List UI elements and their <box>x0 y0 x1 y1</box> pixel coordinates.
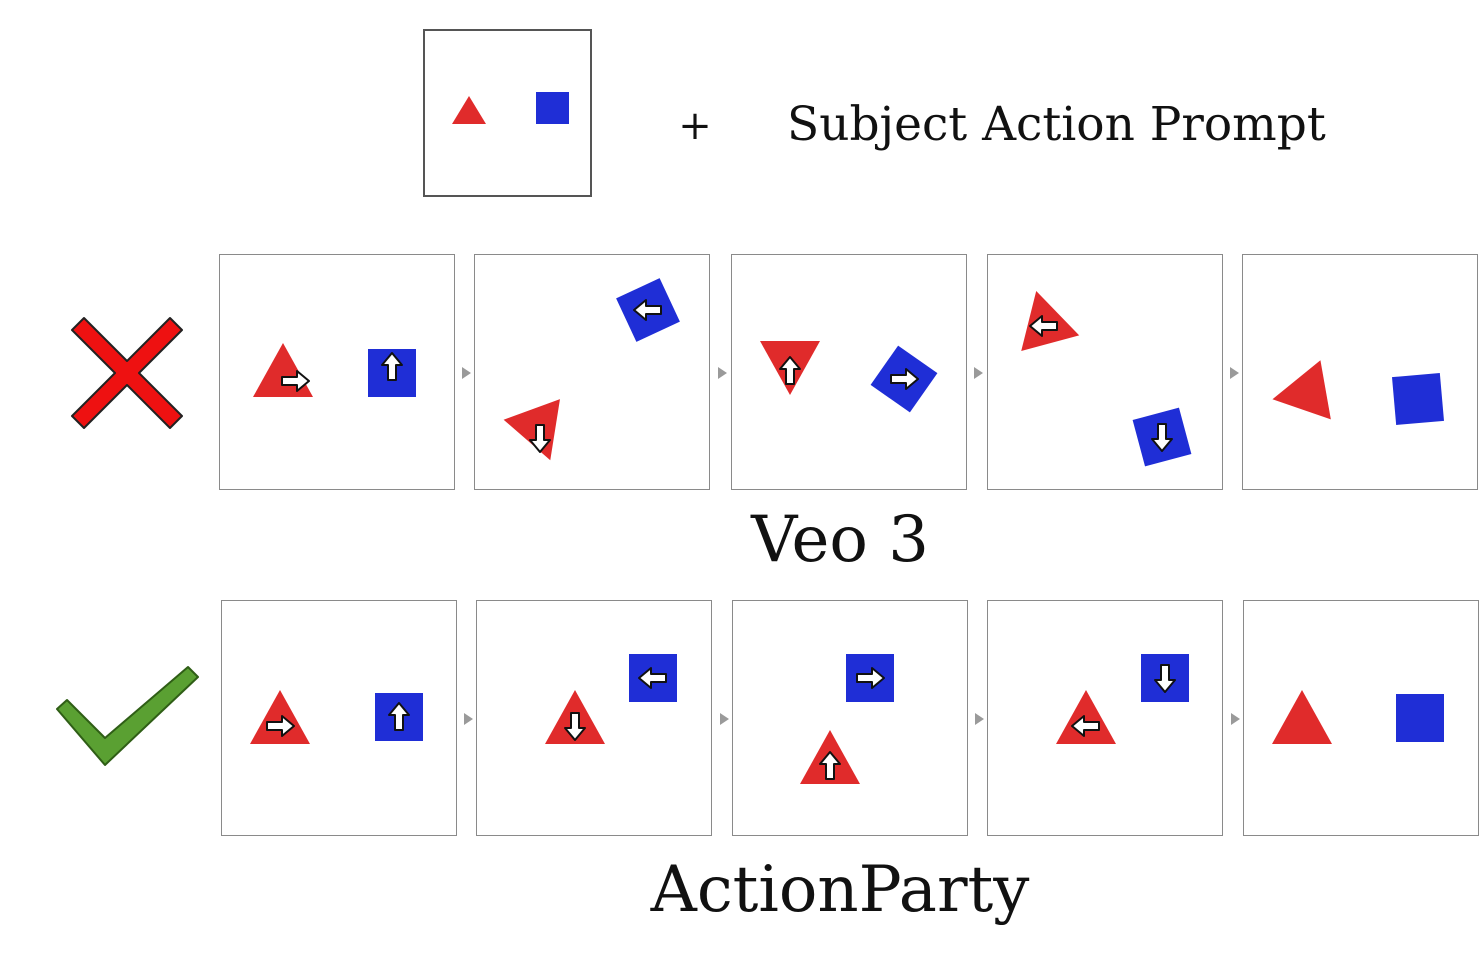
frame-separator <box>975 713 984 725</box>
frame-separator <box>718 367 727 379</box>
actionparty-frame-1 <box>221 600 457 836</box>
veo-frame-2 <box>474 254 710 490</box>
veo-frame-4 <box>987 254 1223 490</box>
frame-separator <box>974 367 983 379</box>
frame-separator <box>1230 367 1239 379</box>
red-cross-icon <box>71 317 183 429</box>
plus-sign: + <box>678 103 712 149</box>
frame-separator <box>464 713 473 725</box>
actionparty-frame-5 <box>1243 600 1479 836</box>
frame-separator <box>1231 713 1240 725</box>
prompt-text: Subject Action Prompt <box>787 97 1326 152</box>
green-checkmark-icon <box>56 666 199 766</box>
actionparty-frame-3 <box>732 600 968 836</box>
row-label-actionparty: ActionParty <box>650 853 1030 927</box>
veo-frame-3 <box>731 254 967 490</box>
input-frame <box>423 29 592 197</box>
row-label-veo: Veo 3 <box>751 503 929 577</box>
input-shapes <box>452 92 569 124</box>
actionparty-frame-4 <box>987 600 1223 836</box>
input-red-triangle <box>452 96 486 124</box>
input-blue-square <box>536 92 569 124</box>
veo-frame-5 <box>1242 254 1478 490</box>
veo-frame-1 <box>219 254 455 490</box>
frame-separator <box>720 713 729 725</box>
actionparty-frame-2 <box>476 600 712 836</box>
frame-separator <box>462 367 471 379</box>
